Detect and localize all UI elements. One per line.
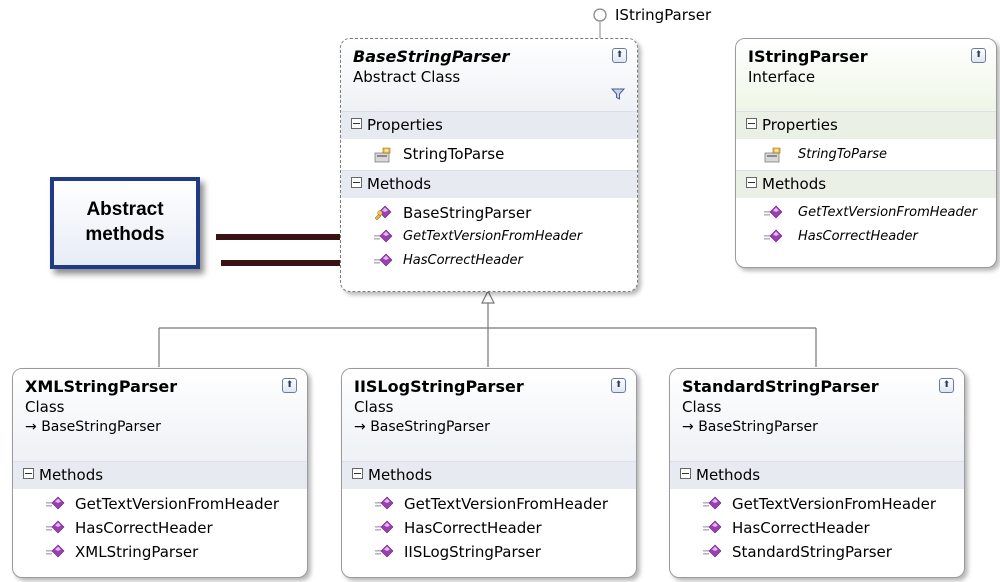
class-box-iislogstringparser[interactable]: IISLogStringParser Class → BaseStringPar…: [341, 368, 637, 578]
method-icon: [45, 544, 65, 558]
collapse-icon[interactable]: ⬆: [612, 48, 627, 63]
method-item-constructor[interactable]: BaseStringParser: [341, 201, 637, 225]
interface-name: IStringParser: [748, 47, 868, 66]
lollipop-label: IStringParser: [615, 6, 712, 24]
collapse-section-icon[interactable]: [351, 118, 362, 129]
filter-icon[interactable]: [611, 87, 625, 101]
class-kind: Class: [25, 398, 65, 416]
section-methods[interactable]: Methods: [736, 170, 996, 198]
property-icon: [764, 147, 781, 163]
method-icon: [374, 520, 394, 534]
property-item[interactable]: StringToParse: [341, 139, 637, 170]
base-class: → BaseStringParser: [25, 419, 161, 435]
method-icon: [702, 496, 722, 510]
method-item[interactable]: GetTextVersionFromHeader: [670, 492, 964, 516]
method-icon: [374, 544, 394, 558]
inherits-arrow-icon: →: [25, 419, 42, 435]
method-icon: [45, 520, 65, 534]
collapse-icon[interactable]: ⬆: [939, 378, 954, 393]
section-methods[interactable]: Methods: [670, 461, 964, 489]
callout-line-2: methods: [85, 224, 165, 245]
section-methods[interactable]: Methods: [342, 461, 636, 489]
class-box-standardstringparser[interactable]: StandardStringParser Class → BaseStringP…: [669, 368, 965, 578]
method-item[interactable]: HasCorrectHeader: [736, 225, 996, 249]
collapse-icon[interactable]: ⬆: [282, 378, 297, 393]
class-name: IISLogStringParser: [354, 377, 524, 396]
class-box-xmlstringparser[interactable]: XMLStringParser Class → BaseStringParser…: [12, 368, 308, 578]
collapse-icon[interactable]: ⬆: [971, 48, 986, 63]
collapse-section-icon[interactable]: [23, 468, 34, 479]
class-name: XMLStringParser: [25, 377, 178, 396]
collapse-section-icon[interactable]: [746, 177, 757, 188]
collapse-section-icon[interactable]: [351, 177, 362, 188]
method-item[interactable]: HasCorrectHeader: [13, 516, 307, 540]
method-icon: [45, 496, 65, 510]
collapse-section-icon[interactable]: [746, 118, 757, 129]
method-icon: [702, 520, 722, 534]
callout-line-1: Abstract: [86, 199, 164, 220]
class-box-basestringparser[interactable]: BaseStringParser Abstract Class ⬆ Proper…: [340, 38, 638, 292]
method-icon: [763, 229, 783, 243]
method-icon: [374, 496, 394, 510]
abstract-methods-callout: Abstract methods: [50, 177, 200, 269]
inherits-arrow-icon: →: [682, 419, 699, 435]
method-icon: [702, 544, 722, 558]
inherits-arrow-icon: →: [354, 419, 371, 435]
property-item[interactable]: StringToParse: [736, 139, 996, 170]
method-icon: [763, 205, 783, 219]
method-item[interactable]: GetTextVersionFromHeader: [13, 492, 307, 516]
base-class: → BaseStringParser: [354, 419, 490, 435]
interface-kind: Interface: [748, 68, 816, 86]
lollipop-circle: [593, 8, 607, 22]
method-item-abstract[interactable]: HasCorrectHeader: [341, 249, 637, 273]
collapse-section-icon[interactable]: [352, 468, 363, 479]
class-kind: Class: [682, 398, 722, 416]
interface-box-istringparser[interactable]: IStringParser Interface ⬆ Properties Str…: [735, 38, 997, 268]
section-properties[interactable]: Properties: [341, 111, 637, 139]
section-methods[interactable]: Methods: [13, 461, 307, 489]
section-properties[interactable]: Properties: [736, 111, 996, 139]
method-item-abstract[interactable]: GetTextVersionFromHeader: [341, 225, 637, 249]
collapse-section-icon[interactable]: [680, 468, 691, 479]
method-item[interactable]: XMLStringParser: [13, 540, 307, 564]
class-kind: Abstract Class: [353, 68, 461, 86]
section-methods[interactable]: Methods: [341, 170, 637, 198]
constructor-icon: [374, 205, 392, 221]
method-icon: [373, 229, 393, 243]
method-item[interactable]: GetTextVersionFromHeader: [342, 492, 636, 516]
method-item[interactable]: StandardStringParser: [670, 540, 964, 564]
method-item[interactable]: IISLogStringParser: [342, 540, 636, 564]
class-kind: Class: [354, 398, 394, 416]
inheritance-arrowhead: [481, 289, 495, 304]
class-name: BaseStringParser: [353, 47, 510, 66]
method-icon: [373, 253, 393, 267]
method-item[interactable]: GetTextVersionFromHeader: [736, 201, 996, 225]
class-name: StandardStringParser: [682, 377, 879, 396]
method-item[interactable]: HasCorrectHeader: [670, 516, 964, 540]
property-icon: [374, 147, 391, 163]
collapse-icon[interactable]: ⬆: [611, 378, 626, 393]
method-item[interactable]: HasCorrectHeader: [342, 516, 636, 540]
base-class: → BaseStringParser: [682, 419, 818, 435]
